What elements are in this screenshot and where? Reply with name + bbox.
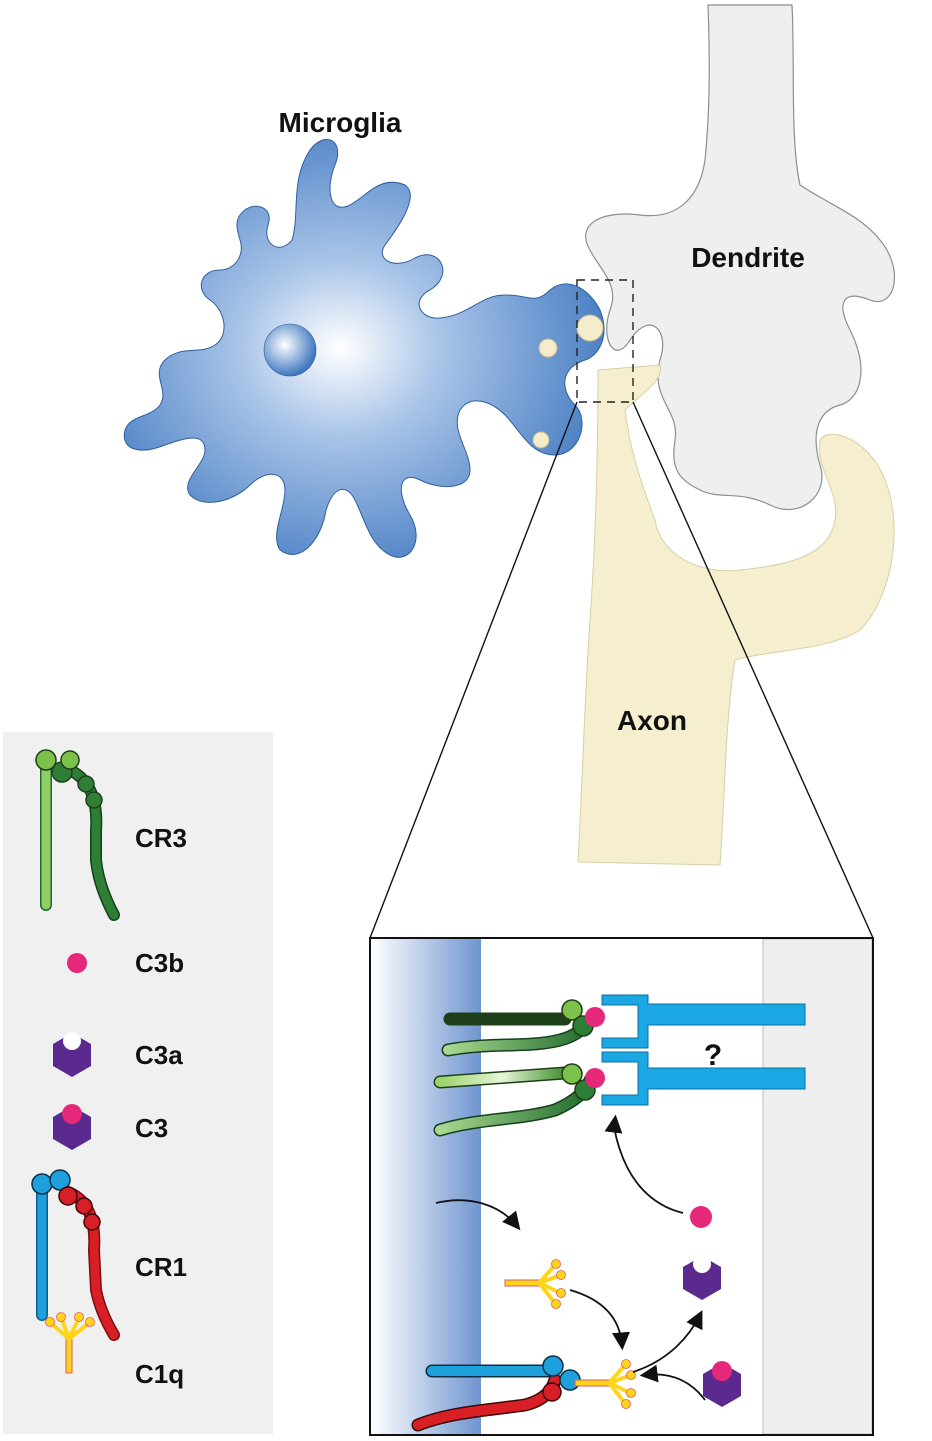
dendrite-shape [585, 4, 895, 511]
zoom-line-right [632, 401, 874, 939]
cr1-receptor [411, 1355, 581, 1432]
phagosome [532, 431, 550, 449]
unknown-receptor-top [601, 994, 806, 1049]
legend-c3b-label: C3b [135, 948, 184, 978]
legend-c1q-label: C1q [135, 1359, 184, 1389]
arrow-c1q-to-cr1 [569, 1289, 630, 1351]
phagosome [538, 338, 558, 358]
arrow-c3b-to-receptor [604, 1114, 684, 1214]
arrow-c3-to-c1q [639, 1364, 706, 1401]
legend-c3-icon [53, 1104, 91, 1150]
unknown-receptor-bottom [601, 1051, 806, 1106]
legend-c3a-label: C3a [135, 1040, 183, 1070]
label-axon: Axon [617, 705, 687, 736]
phagosome [576, 314, 604, 342]
c3-molecule [703, 1361, 741, 1407]
microglia-cell [123, 138, 605, 558]
zoom-line-left [369, 401, 578, 939]
arrow-to-c1q [435, 1199, 521, 1231]
legend-cr1-icon [31, 1169, 120, 1341]
zoom-inset: ? [369, 937, 874, 1436]
microglia-nucleus [263, 323, 317, 377]
legend-c3b-icon [67, 953, 87, 973]
axon-shape [577, 364, 895, 866]
label-microglia: Microglia [279, 107, 402, 138]
label-dendrite: Dendrite [691, 242, 805, 273]
legend-cr3-icon [35, 749, 120, 921]
cr3-receptor-2 [433, 1063, 605, 1137]
zoom-region-box [576, 279, 634, 403]
legend-c3-label: C3 [135, 1113, 168, 1143]
cr3-receptor-1 [441, 999, 605, 1057]
c3b-free [690, 1206, 712, 1228]
unknown-receptor-label: ? [704, 1039, 722, 1072]
legend-cr3-label: CR3 [135, 823, 187, 853]
legend-cr1-label: CR1 [135, 1252, 187, 1282]
